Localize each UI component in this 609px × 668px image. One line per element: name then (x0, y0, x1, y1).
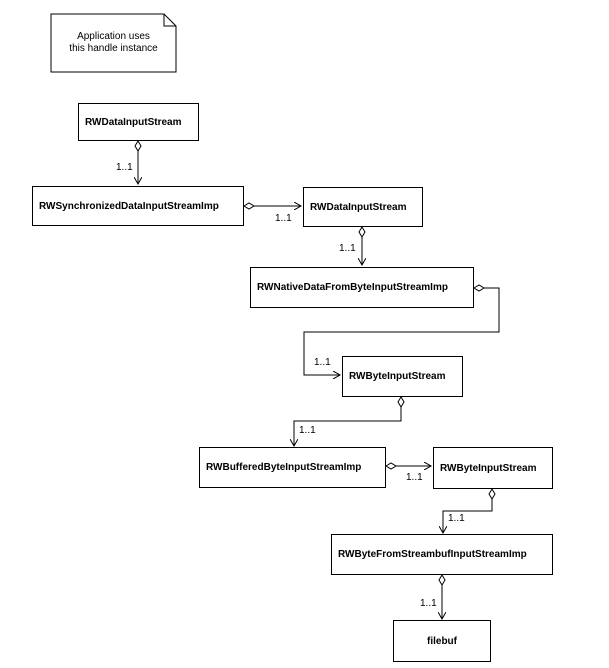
class-rw-buffered-byte-input-stream-imp[interactable]: RWBufferedByteInputStreamImp (199, 447, 386, 488)
class-rw-synchronized-data-input-stream-imp[interactable]: RWSynchronizedDataInputStreamImp (32, 186, 244, 226)
note-text: Application uses this handle instance (51, 31, 176, 55)
class-rw-byte-input-stream-right[interactable]: RWByteInputStream (433, 447, 553, 489)
aggregation-diamond (243, 202, 255, 210)
aggregation-diamond (358, 226, 366, 238)
multiplicity-label: 1..1 (314, 357, 331, 368)
multiplicity-label: 1..1 (406, 472, 423, 483)
aggregation-diamond (488, 488, 496, 500)
note-shape (50, 13, 177, 73)
note-fold (163, 14, 176, 27)
class-rw-byte-input-stream-mid[interactable]: RWByteInputStream (342, 356, 463, 397)
class-rw-data-input-stream-top[interactable]: RWDataInputStream (78, 103, 199, 141)
multiplicity-label: 1..1 (339, 243, 356, 254)
aggregation-diamond (438, 574, 446, 586)
note-line-1: Application uses (77, 31, 150, 42)
note-line-2: this handle instance (69, 43, 158, 54)
association-line (303, 287, 500, 375)
multiplicity-label: 1..1 (299, 425, 316, 436)
aggregation-diamond (473, 284, 485, 292)
class-filebuf[interactable]: filebuf (393, 620, 491, 662)
aggregation-diamond (385, 462, 397, 470)
association-line (443, 499, 493, 533)
class-rw-data-input-stream-mid[interactable]: RWDataInputStream (303, 187, 423, 227)
multiplicity-label: 1..1 (448, 513, 465, 524)
aggregation-diamond (134, 140, 142, 152)
association-line (294, 407, 402, 446)
multiplicity-label: 1..1 (420, 598, 437, 609)
multiplicity-label: 1..1 (275, 213, 292, 224)
multiplicity-label: 1..1 (116, 162, 133, 173)
class-rw-native-data-from-byte-input-stream-imp[interactable]: RWNativeDataFromByteInputStreamImp (250, 267, 474, 308)
aggregation-diamond (397, 396, 405, 408)
class-rw-byte-from-streambuf-input-stream-imp[interactable]: RWByteFromStreambufInputStreamImp (331, 534, 553, 575)
